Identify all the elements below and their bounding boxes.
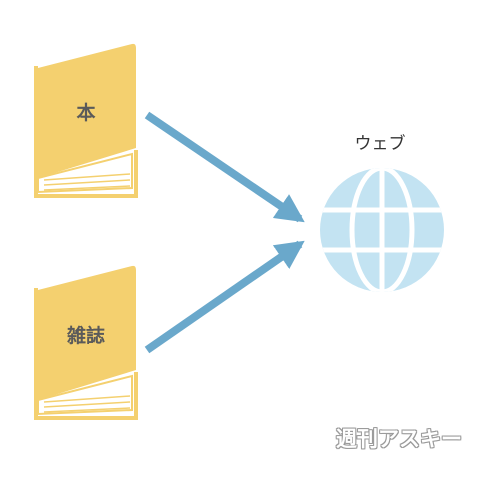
book-top-label: 本 <box>76 102 96 124</box>
book-bottom-label: 雑誌 <box>66 325 105 347</box>
globe-icon <box>320 168 444 292</box>
watermark-logo: 週刊アスキー <box>336 427 462 451</box>
book-bottom-page-line <box>43 395 131 403</box>
book-bottom-page-line <box>43 407 131 413</box>
arrow-magazine-to-web <box>144 240 305 354</box>
book-top-page-line <box>43 173 131 181</box>
globe-label: ウェブ <box>354 134 406 154</box>
book-top-cover <box>38 43 136 179</box>
book-bottom-icon <box>34 265 138 420</box>
book-top-icon <box>34 43 138 198</box>
arrow-book-to-web <box>144 111 305 223</box>
book-bottom-spine <box>34 288 138 420</box>
book-top-spine <box>34 66 138 198</box>
book-bottom-cover <box>38 265 136 400</box>
book-bottom-page-line <box>43 401 131 408</box>
book-top-page-line <box>43 185 131 191</box>
book-top-page-line <box>43 179 131 186</box>
globe-meridian-ellipse <box>349 168 415 292</box>
